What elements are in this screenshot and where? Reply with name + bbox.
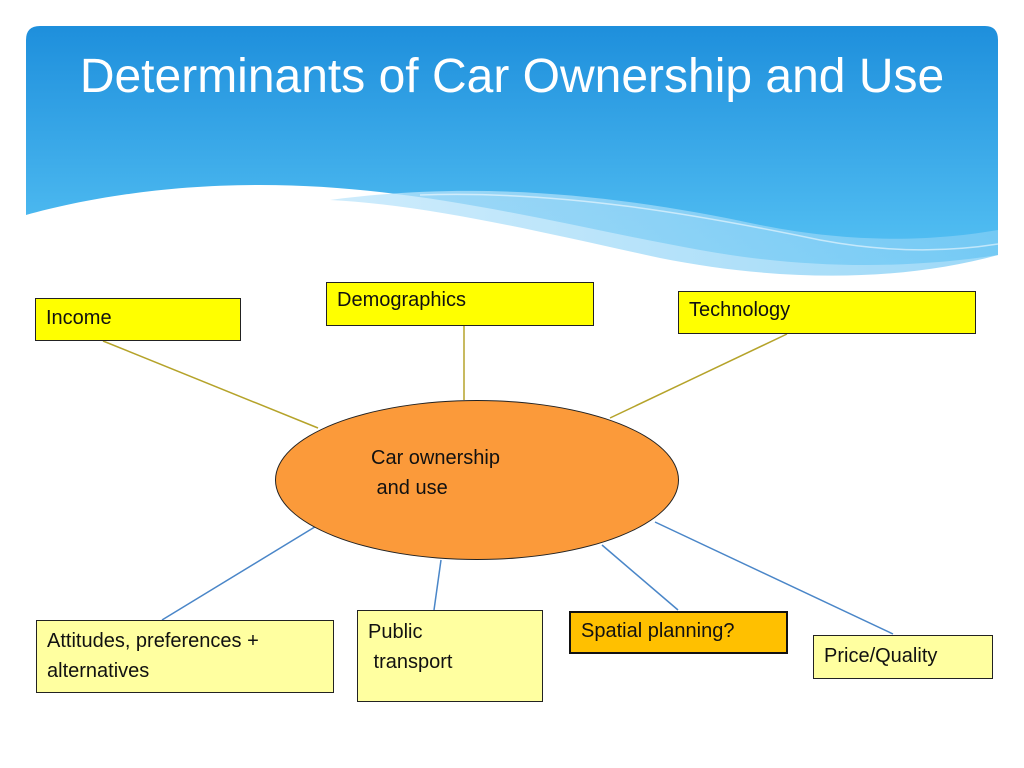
node-attitudes-line-1: Attitudes, preferences + <box>47 630 259 652</box>
connector-price-quality <box>654 521 894 635</box>
node-attitudes-line-2: alternatives <box>47 660 150 682</box>
center-node-line-2: and use <box>371 477 448 499</box>
connector-attitudes <box>161 524 319 621</box>
node-spatial-planning: Spatial planning? <box>569 611 788 654</box>
connector-technology <box>609 333 788 419</box>
connector-public-transport <box>433 559 442 611</box>
node-attitudes: Attitudes, preferences + alternatives <box>36 620 334 693</box>
connector-spatial-planning <box>601 544 679 611</box>
node-demographics-label: Demographics <box>337 289 466 311</box>
connector-income <box>102 340 319 429</box>
center-node-line-1: Car ownership <box>371 447 500 469</box>
node-price-quality-label: Price/Quality <box>824 645 938 667</box>
center-node-car-ownership: Car ownership and use <box>275 400 679 560</box>
node-income-label: Income <box>46 307 112 329</box>
node-income: Income <box>35 298 241 341</box>
node-public-transport: Public transport <box>357 610 543 702</box>
node-demographics: Demographics <box>326 282 594 326</box>
header-gradient-shape <box>26 26 998 266</box>
node-public-transport-line-1: Public <box>368 621 423 643</box>
node-spatial-planning-label: Spatial planning? <box>581 620 735 642</box>
node-technology-label: Technology <box>689 299 791 321</box>
header-banner <box>26 26 999 276</box>
center-node-text: Car ownership and use <box>371 443 500 503</box>
header-wave-highlight <box>330 190 998 276</box>
node-technology: Technology <box>678 291 976 334</box>
node-public-transport-line-2: transport <box>368 651 453 673</box>
slide-title: Determinants of Car Ownership and Use <box>79 50 945 103</box>
node-price-quality: Price/Quality <box>813 635 993 679</box>
header-wave-line <box>419 193 999 251</box>
